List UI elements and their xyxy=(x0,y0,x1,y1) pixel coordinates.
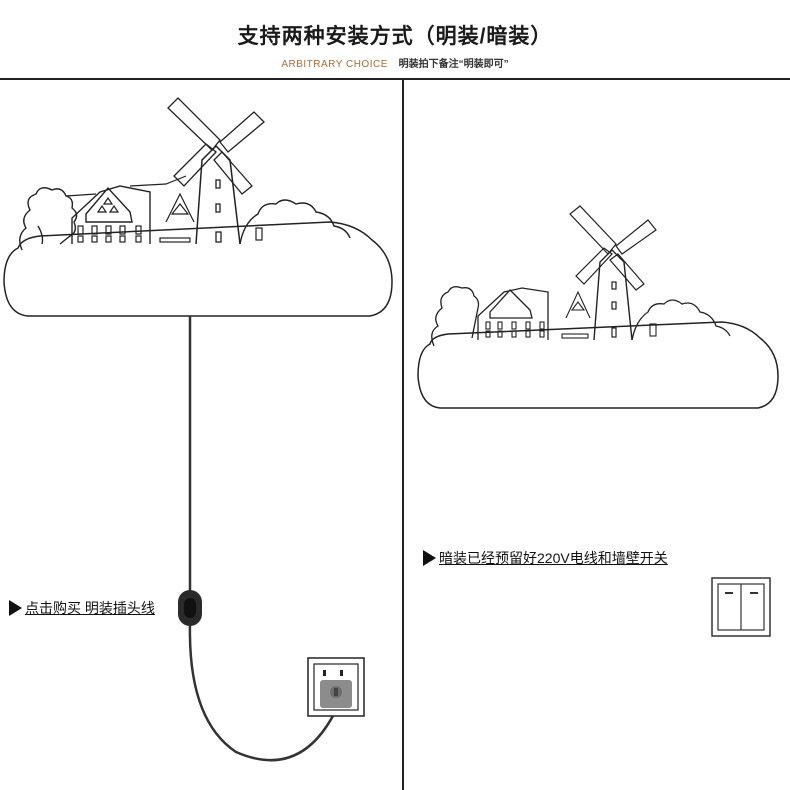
subtitle-english: ARBITRARY CHOICE xyxy=(281,59,388,70)
buy-plug-cord-link[interactable]: 点击购买 明装插头线 xyxy=(9,598,155,618)
right-label-text: 暗装已经预留好220V电线和墙壁开关 xyxy=(439,550,668,566)
lamp-cloud-base xyxy=(3,221,393,317)
lamp-bush-right xyxy=(239,199,351,245)
concealed-install-note: 暗装已经预留好220V电线和墙壁开关 xyxy=(423,548,668,568)
panel-divider xyxy=(402,80,404,790)
header-divider xyxy=(0,78,790,80)
left-label-text: 点击购买 明装插头线 xyxy=(25,600,155,616)
lamp-tree-left xyxy=(19,187,78,251)
power-cord-lower xyxy=(188,623,337,762)
subtitle-chinese: 明装拍下备注“明装即可” xyxy=(398,59,509,70)
play-arrow-icon xyxy=(423,550,436,566)
lamp-houses xyxy=(71,185,151,244)
play-arrow-icon xyxy=(9,600,22,616)
lamp-cloud-base-right xyxy=(417,321,779,409)
page-title: 支持两种安装方式（明装/暗装） xyxy=(237,25,553,48)
page-subtitle: ARBITRARY CHOICE 明装拍下备注“明装即可” xyxy=(0,55,790,70)
